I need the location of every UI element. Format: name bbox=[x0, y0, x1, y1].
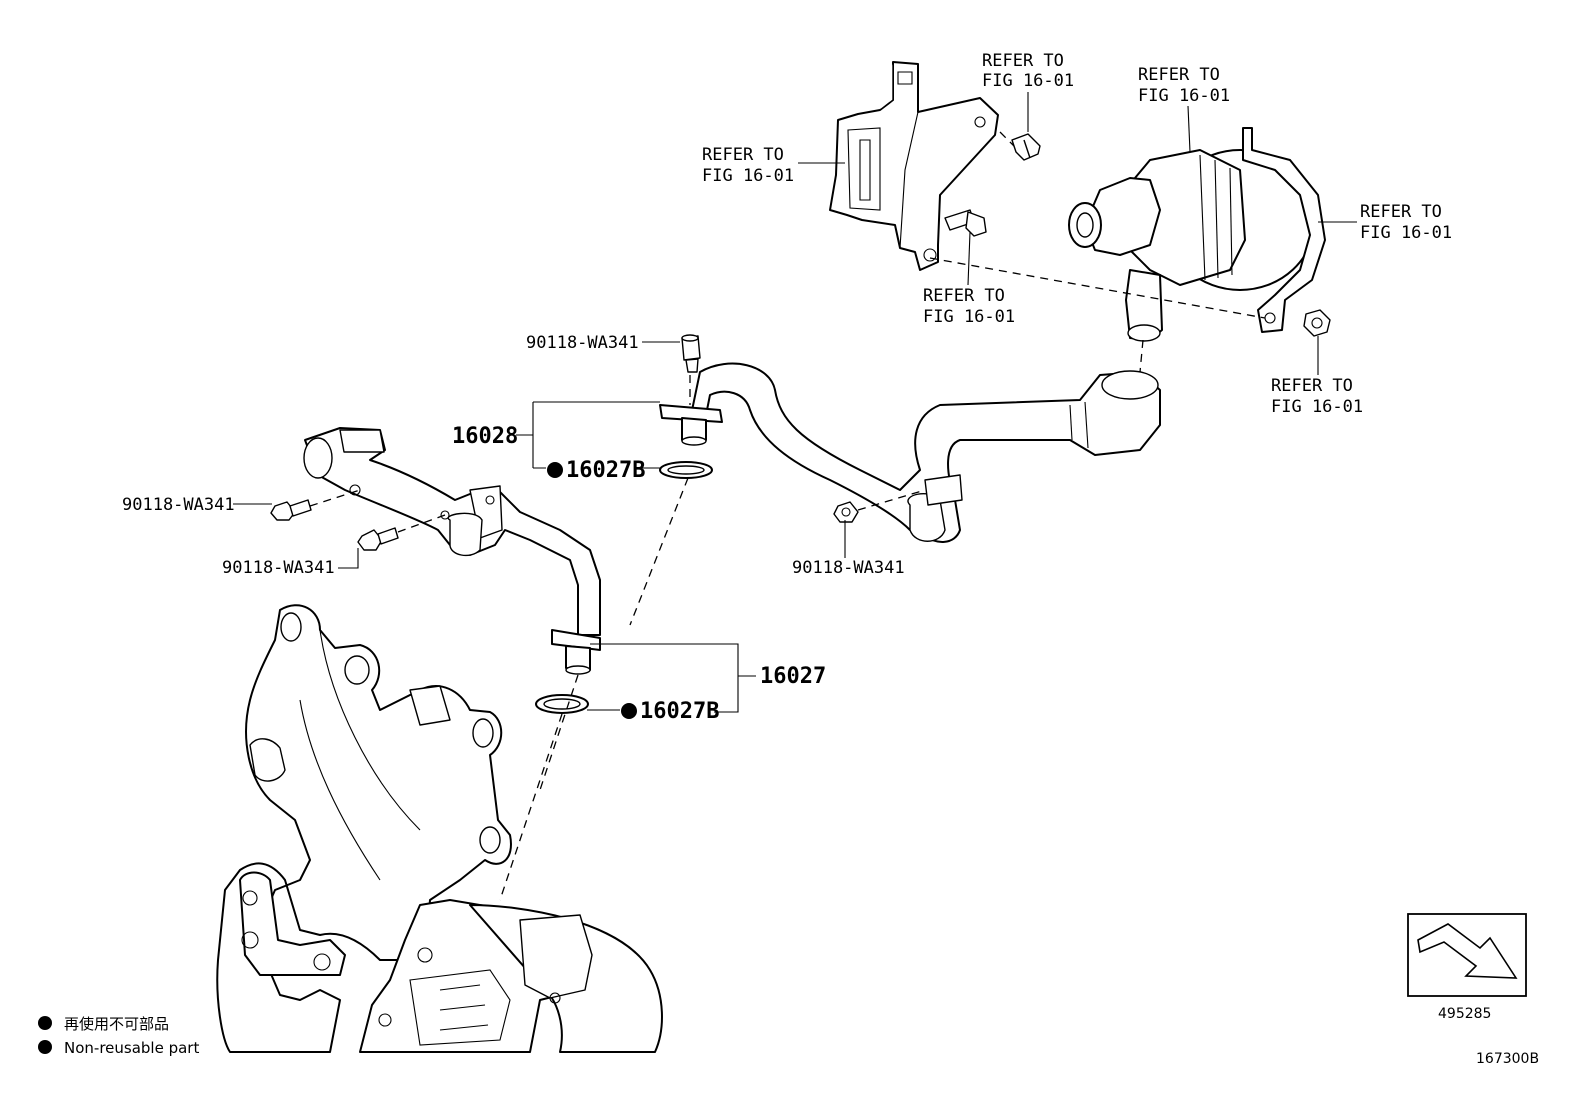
direction-indicator: 495285 bbox=[1407, 913, 1527, 1022]
refer-label-6: REFER TO FIG 16-01 bbox=[1271, 376, 1363, 417]
upper-bracket bbox=[829, 61, 999, 271]
left-pipe bbox=[303, 427, 601, 636]
refer-label-5: REFER TO FIG 16-01 bbox=[923, 286, 1015, 327]
refer-label-2-line1: REFER TO bbox=[1138, 65, 1220, 85]
non-reusable-marker-upper bbox=[547, 462, 563, 478]
turbocharger bbox=[239, 871, 663, 1053]
direction-box bbox=[1407, 913, 1527, 997]
refer-label-3-line2: FIG 16-01 bbox=[702, 166, 794, 186]
leader-lines bbox=[233, 92, 1357, 713]
refer-label-5-line2: FIG 16-01 bbox=[923, 307, 1015, 327]
refer-label-3-line1: REFER TO bbox=[702, 145, 784, 165]
pump-band-nut bbox=[1303, 309, 1331, 337]
bolt-left1 bbox=[270, 499, 312, 521]
figure-code: 167300B bbox=[1476, 1051, 1539, 1067]
part-label-bolt-left1: 90118-WA341 bbox=[122, 495, 235, 515]
part-label-pipe-lower: 16027 bbox=[760, 664, 826, 689]
upper-pipe-flange bbox=[659, 404, 723, 446]
refer-label-2: REFER TO FIG 16-01 bbox=[1138, 65, 1230, 106]
bracket-stud bbox=[944, 209, 987, 237]
bracket-bolt-upper bbox=[1011, 133, 1041, 161]
bolt-mid bbox=[833, 501, 859, 523]
assembly-lines bbox=[309, 131, 1266, 901]
bolt-left2 bbox=[357, 527, 399, 551]
refer-label-1-line1: REFER TO bbox=[982, 51, 1064, 71]
coolant-hose bbox=[689, 362, 1161, 543]
refer-label-4: REFER TO FIG 16-01 bbox=[1360, 202, 1452, 243]
refer-label-1-line2: FIG 16-01 bbox=[982, 71, 1074, 91]
legend-text-en: Non-reusable part bbox=[64, 1039, 199, 1057]
refer-label-6-line1: REFER TO bbox=[1271, 376, 1353, 396]
upper-gasket bbox=[659, 461, 713, 479]
part-label-bolt-left2: 90118-WA341 bbox=[222, 558, 335, 578]
refer-label-2-line2: FIG 16-01 bbox=[1138, 86, 1230, 106]
part-label-bolt-mid: 90118-WA341 bbox=[792, 558, 905, 578]
exhaust-manifold bbox=[216, 604, 512, 1053]
legend-bullet-jp bbox=[38, 1016, 52, 1030]
lower-gasket bbox=[535, 694, 589, 714]
direction-arrow-icon bbox=[1417, 923, 1518, 979]
refer-label-4-line2: FIG 16-01 bbox=[1360, 223, 1452, 243]
part-label-gasket-lower: 16027B bbox=[640, 699, 719, 724]
part-label-pipe-upper: 16028 bbox=[452, 424, 518, 449]
legend-text-jp: 再使用不可部品 bbox=[64, 1015, 169, 1033]
refer-label-1: REFER TO FIG 16-01 bbox=[982, 51, 1074, 91]
water-pump bbox=[1068, 149, 1316, 342]
refer-label-4-line1: REFER TO bbox=[1360, 202, 1442, 222]
refer-label-5-line1: REFER TO bbox=[923, 286, 1005, 306]
part-label-bolt-top: 90118-WA341 bbox=[526, 333, 639, 353]
direction-code: 495285 bbox=[1438, 1006, 1491, 1022]
refer-label-3: REFER TO FIG 16-01 bbox=[702, 145, 794, 186]
non-reusable-marker-lower bbox=[621, 703, 637, 719]
part-label-gasket-upper: 16027B bbox=[566, 458, 645, 483]
refer-label-6-line2: FIG 16-01 bbox=[1271, 397, 1363, 417]
legend: 再使用不可部品 Non-reusable part bbox=[38, 1015, 199, 1057]
lower-pipe-flange bbox=[551, 629, 601, 675]
legend-bullet-en bbox=[38, 1040, 52, 1054]
bolt-top bbox=[681, 334, 701, 373]
